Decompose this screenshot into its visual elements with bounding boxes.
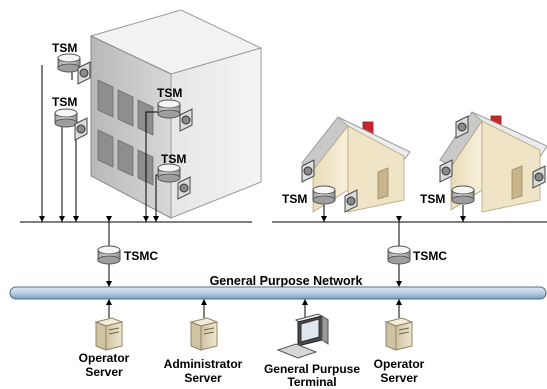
- tsmc-cylinder-icon: [97, 245, 121, 265]
- general-purpose-network: General Purpose Network: [9, 274, 547, 300]
- tsm-cylinder-icon: [157, 99, 181, 119]
- camera-sensor-icon: [74, 117, 88, 141]
- tsm-sensor-4: TSM: [157, 152, 191, 200]
- tsmc-controller-right: TSMC: [387, 245, 447, 265]
- tsm-cylinder-icon: [451, 185, 475, 205]
- server-label-line1: Operator: [79, 351, 130, 365]
- camera-sensor-icon: [455, 115, 469, 139]
- server-tower-icon: [384, 317, 414, 351]
- tsm-label: TSM: [161, 152, 186, 166]
- tsm-cylinder-icon: [57, 53, 81, 73]
- camera-sensor-icon: [179, 108, 193, 132]
- tsmc-label: TSMC: [124, 249, 158, 263]
- tsm-sensor-house-right: TSM: [420, 115, 546, 206]
- tsm-label: TSM: [282, 192, 307, 206]
- server-label-line1: General Purpuse: [264, 362, 360, 376]
- camera-sensor-icon: [344, 189, 358, 213]
- house-left: [301, 116, 411, 213]
- tsm-cylinder-icon: [157, 163, 181, 183]
- administrator-server: Administrator Server: [164, 317, 243, 385]
- operator-server-2: Operator Server: [374, 317, 425, 385]
- server-label-line1: Operator: [374, 357, 425, 371]
- computer-terminal-icon: [276, 313, 330, 359]
- tsm-label: TSM: [52, 41, 77, 55]
- camera-sensor-icon: [301, 159, 315, 183]
- tsm-sensor-2: TSM: [52, 95, 88, 141]
- camera-sensor-icon: [439, 159, 453, 183]
- general-purpose-terminal: General Purpuse Terminal: [264, 313, 360, 389]
- server-label-line2: Server: [85, 365, 123, 379]
- server-label-line2: Server: [380, 371, 418, 385]
- server-label-line1: Administrator: [164, 357, 243, 371]
- server-tower-icon: [94, 317, 124, 351]
- tsmc-cylinder-icon: [387, 245, 411, 265]
- tsmc-controller-left: TSMC: [97, 245, 158, 265]
- arrowheads: [39, 216, 466, 305]
- tsm-sensor-3: TSM: [157, 86, 193, 132]
- server-label-line2: Terminal: [287, 375, 336, 389]
- camera-sensor-icon: [532, 165, 546, 189]
- tsm-label: TSM: [420, 192, 445, 206]
- camera-sensor-icon: [77, 61, 91, 85]
- tsm-label: TSM: [157, 86, 182, 100]
- camera-sensor-icon: [177, 176, 191, 200]
- office-building: [89, 9, 263, 219]
- server-tower-icon: [189, 317, 219, 351]
- tsmc-label: TSMC: [413, 249, 447, 263]
- network-label: General Purpose Network: [210, 274, 363, 288]
- operator-server-1: Operator Server: [79, 317, 130, 379]
- tsm-cylinder-icon: [54, 108, 78, 128]
- tsm-cylinder-icon: [312, 185, 336, 205]
- tsm-sensor-house-left: TSM: [282, 159, 358, 213]
- tsm-sensor-1: TSM: [52, 41, 91, 85]
- server-label-line2: Server: [184, 371, 222, 385]
- tsm-label: TSM: [52, 95, 77, 109]
